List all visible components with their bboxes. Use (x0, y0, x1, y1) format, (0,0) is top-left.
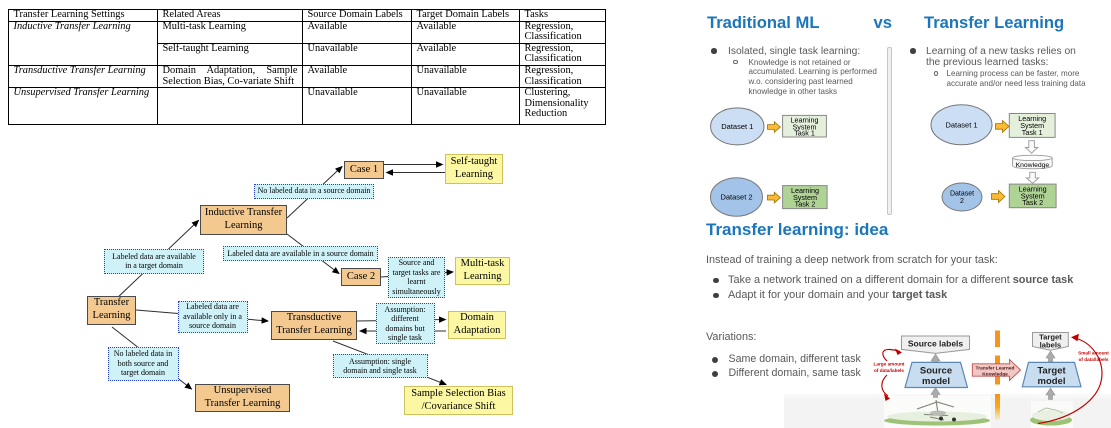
svg-text:Dataset 1: Dataset 1 (945, 120, 977, 129)
svg-text:model: model (1038, 376, 1066, 387)
svg-text:Large amount: Large amount (874, 362, 905, 367)
svg-text:Task 2: Task 2 (795, 200, 816, 209)
svg-text:Dataset 1: Dataset 1 (721, 122, 753, 131)
svg-text:Task 1: Task 1 (1022, 128, 1043, 137)
svg-text:Dataset 2: Dataset 2 (720, 193, 752, 202)
svg-text:Task 1: Task 1 (794, 129, 815, 138)
svg-text:of data/labels: of data/labels (1079, 357, 1109, 362)
svg-text:Target: Target (1039, 333, 1062, 342)
svg-text:Learning: Learning (791, 186, 819, 195)
svg-text:Source: Source (920, 366, 952, 377)
svg-text:Learning: Learning (1019, 185, 1047, 194)
svg-text:Task 2: Task 2 (1022, 198, 1043, 207)
svg-text:Learning: Learning (791, 115, 819, 124)
svg-text:of data/labels: of data/labels (874, 368, 904, 373)
svg-text:Small amount: Small amount (1078, 351, 1109, 356)
svg-text:Learning: Learning (1018, 114, 1046, 123)
svg-text:model: model (922, 376, 950, 387)
svg-text:Knowledge: Knowledge (982, 372, 1008, 378)
svg-text:System: System (1021, 192, 1045, 201)
svg-text:System: System (793, 193, 817, 202)
svg-text:labels: labels (1040, 340, 1062, 349)
svg-text:System: System (1020, 121, 1044, 130)
svg-text:Knowledge: Knowledge (1016, 162, 1050, 169)
svg-text:Dataset: Dataset (950, 191, 974, 198)
svg-text:Target: Target (1037, 366, 1066, 377)
svg-text:Transfer Learned: Transfer Learned (976, 366, 1015, 372)
svg-text:2: 2 (960, 198, 964, 205)
svg-text:System: System (793, 122, 817, 131)
svg-text:Source labels: Source labels (908, 339, 964, 349)
